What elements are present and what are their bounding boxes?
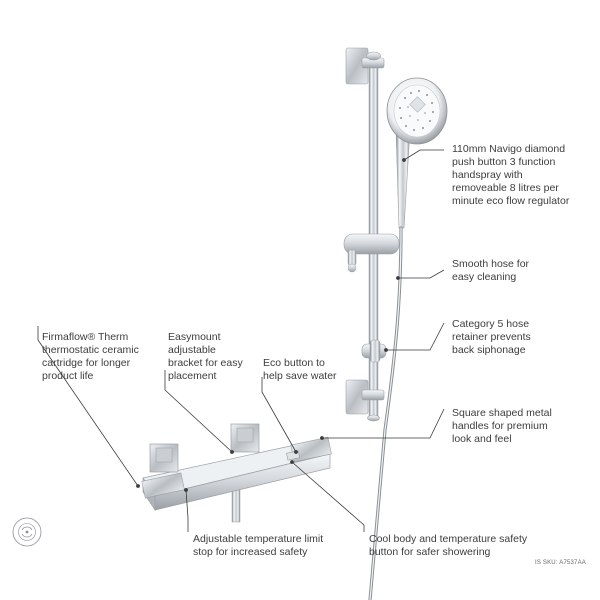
hose-retainer xyxy=(361,339,387,363)
leader-hose xyxy=(398,269,445,279)
callout-retainer: Category 5 hose retainer prevents back s… xyxy=(452,318,531,356)
leader-easymount xyxy=(164,370,233,453)
design-engineering-badge xyxy=(12,517,42,547)
leader-handles xyxy=(322,408,445,439)
leader-retainer xyxy=(386,322,445,351)
handspray xyxy=(386,77,448,229)
hose xyxy=(368,226,403,600)
leader-temp-limit xyxy=(185,489,189,532)
callout-easymount: Easymount adjustable bracket for easy pl… xyxy=(168,331,243,382)
leader-eco xyxy=(261,377,297,453)
callout-eco-button: Eco button to help save water xyxy=(263,357,337,382)
callout-temp-limit: Adjustable temperature limit stop for in… xyxy=(193,533,324,558)
leader-handspray xyxy=(403,149,444,161)
leader-cool-body xyxy=(291,461,365,532)
thermostatic-bar-valve xyxy=(141,423,332,523)
leader-lines xyxy=(37,149,445,532)
callout-firmaflow: Firmaflow® Therm thermostatic ceramic ca… xyxy=(42,331,139,382)
sku-label: IS SKU: A7537AA xyxy=(534,560,586,566)
callout-hose: Smooth hose for easy cleaning xyxy=(452,258,530,283)
callout-cool-body: Cool body and temperature safety button … xyxy=(369,533,528,558)
callout-handles: Square shaped metal handles for premium … xyxy=(452,407,552,445)
leader-firmaflow xyxy=(37,326,139,487)
callout-handspray: 110mm Navigo diamond push button 3 funct… xyxy=(452,143,570,207)
slider-holder xyxy=(343,233,400,273)
